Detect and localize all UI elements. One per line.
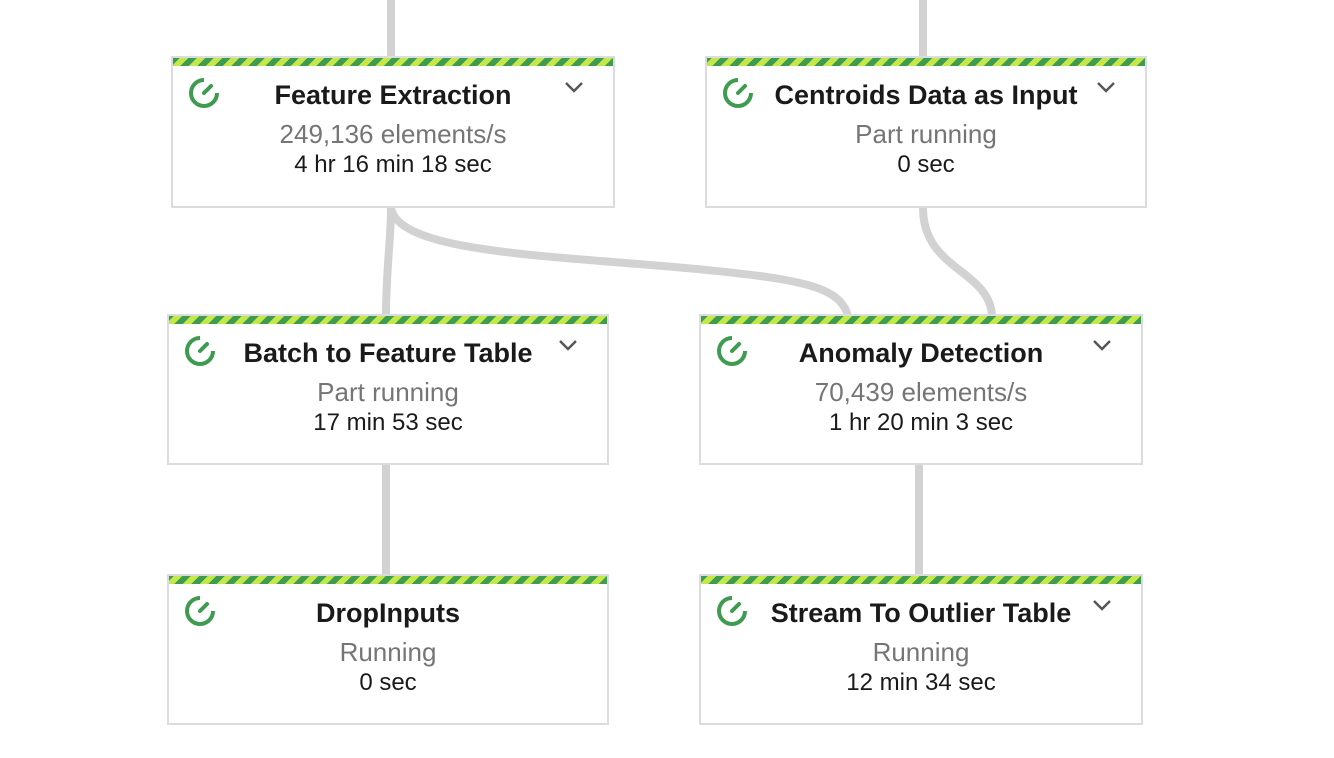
running-icon xyxy=(721,76,755,110)
node-stream-to-outlier-table[interactable]: Stream To Outlier Table Running 12 min 3… xyxy=(699,574,1143,725)
status-stripe xyxy=(707,58,1145,66)
node-rate: Running xyxy=(339,637,437,667)
node-elapsed-time: 4 hr 16 min 18 sec xyxy=(294,151,492,178)
status-stripe xyxy=(169,316,607,324)
status-stripe xyxy=(173,58,613,66)
node-batch-to-feature-table[interactable]: Batch to Feature Table Part running 17 m… xyxy=(167,314,609,465)
chevron-down-icon[interactable] xyxy=(557,338,579,352)
status-stripe xyxy=(169,576,607,584)
chevron-down-icon[interactable] xyxy=(1091,338,1113,352)
running-icon xyxy=(187,76,221,110)
node-elapsed-time: 17 min 53 sec xyxy=(313,409,463,436)
node-title: Centroids Data as Input xyxy=(774,80,1078,110)
node-title: DropInputs xyxy=(316,598,460,628)
edge-feature-extraction-to-anomaly xyxy=(387,204,852,320)
node-rate: 70,439 elements/s xyxy=(814,377,1028,407)
edge-centroids-to-anomaly xyxy=(919,204,996,320)
node-rate: Running xyxy=(872,637,970,667)
node-title: Feature Extraction xyxy=(274,80,512,110)
chevron-down-icon[interactable] xyxy=(563,80,585,94)
edge-feature-extraction-to-batch xyxy=(382,204,395,320)
running-icon xyxy=(183,594,217,628)
status-stripe xyxy=(701,316,1141,324)
node-feature-extraction[interactable]: Feature Extraction 249,136 elements/s 4 … xyxy=(171,56,615,208)
chevron-down-icon[interactable] xyxy=(1095,80,1117,94)
status-stripe xyxy=(701,576,1141,584)
running-icon xyxy=(715,334,749,368)
node-rate: Part running xyxy=(855,119,997,149)
node-centroids-data-as-input[interactable]: Centroids Data as Input Part running 0 s… xyxy=(705,56,1147,208)
node-title: Anomaly Detection xyxy=(798,338,1044,368)
node-drop-inputs[interactable]: DropInputs Running 0 sec xyxy=(167,574,609,725)
node-anomaly-detection[interactable]: Anomaly Detection 70,439 elements/s 1 hr… xyxy=(699,314,1143,465)
node-elapsed-time: 0 sec xyxy=(359,669,417,696)
running-icon xyxy=(715,594,749,628)
node-elapsed-time: 0 sec xyxy=(897,151,955,178)
node-elapsed-time: 12 min 34 sec xyxy=(846,669,996,696)
node-title: Stream To Outlier Table xyxy=(770,598,1072,628)
node-rate: 249,136 elements/s xyxy=(279,119,507,149)
node-title: Batch to Feature Table xyxy=(243,338,533,368)
node-rate: Part running xyxy=(317,377,459,407)
node-elapsed-time: 1 hr 20 min 3 sec xyxy=(828,409,1014,436)
chevron-down-icon[interactable] xyxy=(1091,598,1113,612)
running-icon xyxy=(183,334,217,368)
